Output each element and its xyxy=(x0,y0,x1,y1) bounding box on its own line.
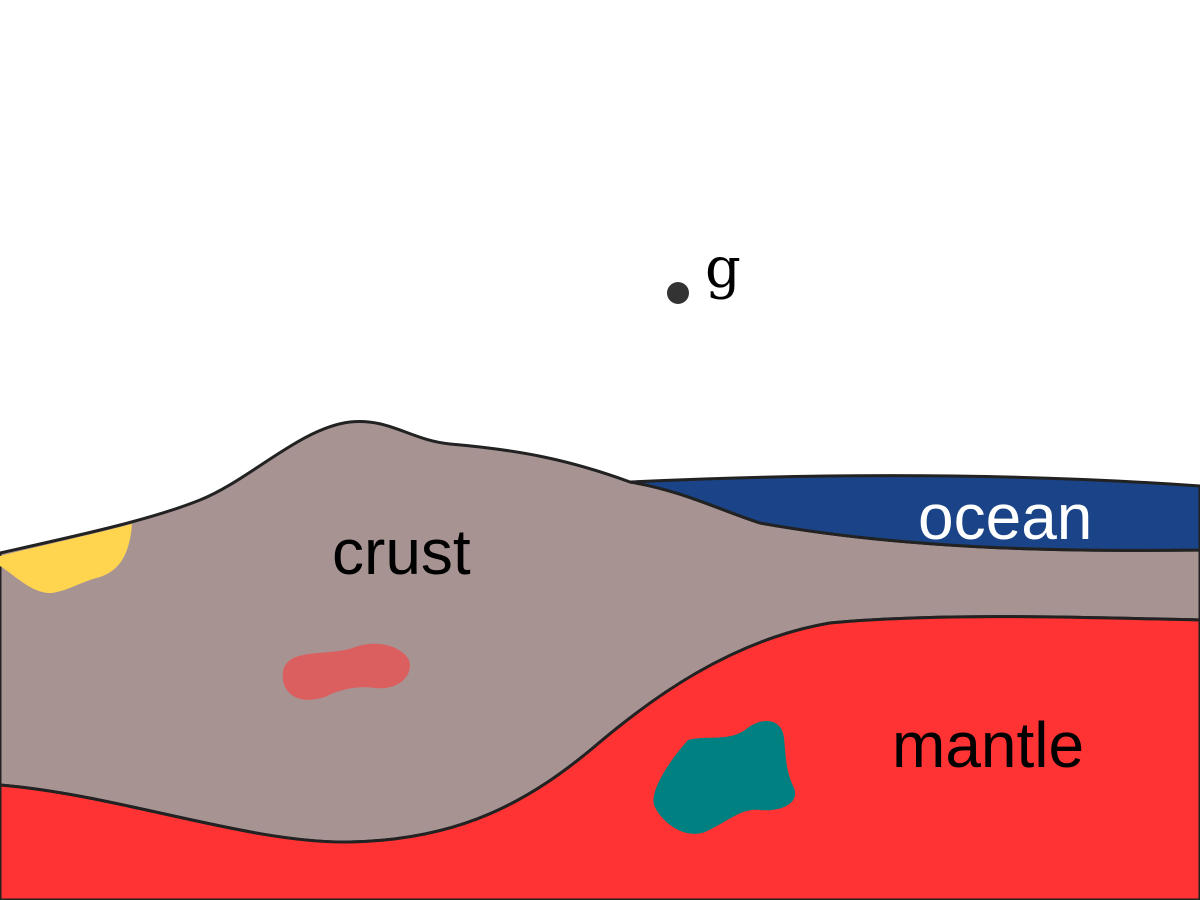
teal-inclusion xyxy=(653,720,796,834)
ocean-label: ocean xyxy=(918,481,1092,553)
mantle-layer xyxy=(0,615,1200,900)
mantle-label: mantle xyxy=(892,709,1084,781)
yellow-inclusion xyxy=(0,524,132,594)
gravity-point-marker xyxy=(667,282,689,304)
ocean-layer xyxy=(629,474,1200,552)
crust-label: crust xyxy=(332,516,471,588)
gravity-point-label: g xyxy=(705,236,741,301)
pink-inclusion xyxy=(282,643,410,700)
